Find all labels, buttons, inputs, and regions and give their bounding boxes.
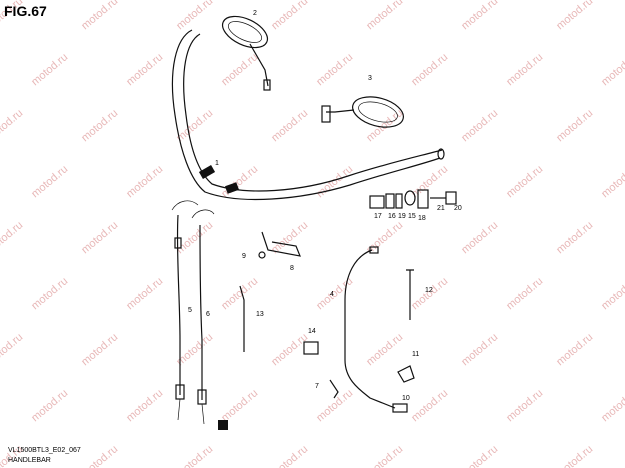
watermark-text: motod.ru	[459, 219, 500, 256]
grip-end-parts	[369, 189, 457, 209]
watermark-text: motod.ru	[79, 443, 120, 468]
watermark-text: motod.ru	[364, 107, 405, 144]
callout-15: 15	[408, 213, 416, 220]
watermark-text: motod.ru	[364, 0, 405, 32]
watermark-text: motod.ru	[79, 331, 120, 368]
watermark-text: motod.ru	[554, 219, 595, 256]
callout-13: 13	[256, 311, 264, 318]
callout-10: 10	[402, 395, 410, 402]
callout-21: 21	[437, 205, 445, 212]
watermark-text: motod.ru	[124, 387, 165, 424]
watermark-text: motod.ru	[459, 0, 500, 32]
watermark-text: motod.ru	[554, 443, 595, 468]
watermark-text: motod.ru	[599, 163, 625, 200]
watermark-text: motod.ru	[219, 163, 260, 200]
watermark-text: motod.ru	[79, 219, 120, 256]
watermark-text: motod.ru	[459, 443, 500, 468]
watermark-text: motod.ru	[409, 387, 450, 424]
callout-8: 8	[290, 265, 294, 272]
callout-19: 19	[398, 213, 406, 220]
callout-18: 18	[418, 215, 426, 222]
callout-11: 11	[412, 351, 419, 358]
bracket-parts	[258, 231, 301, 259]
clip-part	[329, 379, 339, 399]
watermark-text: motod.ru	[269, 443, 310, 468]
arrow-marker	[218, 420, 228, 430]
watermark-text: motod.ru	[124, 51, 165, 88]
watermark-text: motod.ru	[0, 107, 25, 144]
watermark-text: motod.ru	[554, 107, 595, 144]
watermark-text: motod.ru	[459, 107, 500, 144]
watermark-text: motod.ru	[459, 331, 500, 368]
callout-2: 2	[253, 10, 257, 17]
watermark-text: motod.ru	[504, 387, 545, 424]
throttle-cable-parts	[171, 200, 215, 425]
bolt-part	[397, 365, 415, 383]
watermark-text: motod.ru	[314, 275, 355, 312]
watermark-text: motod.ru	[364, 443, 405, 468]
watermark-text: motod.ru	[504, 51, 545, 88]
watermark-text: motod.ru	[314, 51, 355, 88]
watermark-text: motod.ru	[219, 275, 260, 312]
callout-20: 20	[454, 205, 462, 212]
watermark-text: motod.ru	[314, 387, 355, 424]
mirror-right-part	[321, 96, 404, 128]
watermark-text: motod.ru	[314, 163, 355, 200]
callout-14: 14	[308, 328, 316, 335]
callout-9: 9	[242, 253, 246, 260]
watermark-text: motod.ru	[29, 163, 70, 200]
watermark-text: motod.ru	[504, 163, 545, 200]
diagram-code: VL1500BTL3_E02_067	[8, 447, 81, 454]
watermark-text: motod.ru	[364, 331, 405, 368]
watermark-text: motod.ru	[124, 275, 165, 312]
watermark-text: motod.ru	[599, 275, 625, 312]
watermark-text: motod.ru	[79, 0, 120, 32]
callout-12: 12	[425, 287, 433, 294]
watermark-text: motod.ru	[409, 51, 450, 88]
watermark-text: motod.ru	[554, 331, 595, 368]
clutch-cable-part	[344, 246, 408, 413]
watermark-text: motod.ru	[174, 443, 215, 468]
watermark-text: motod.ru	[409, 163, 450, 200]
watermark-text: motod.ru	[599, 387, 625, 424]
diagram-name: HANDLEBAR	[8, 457, 51, 464]
clamp-part	[406, 269, 414, 320]
watermark-text: motod.ru	[29, 275, 70, 312]
callout-4: 4	[330, 291, 334, 298]
watermark-text: motod.ru	[599, 51, 625, 88]
watermark-text: motod.ru	[0, 331, 25, 368]
watermark-text: motod.ru	[0, 219, 25, 256]
handlebar-part	[171, 29, 445, 201]
figure-title: FIG.67	[4, 3, 47, 19]
mirror-left-part	[221, 15, 271, 91]
watermark-text: motod.ru	[29, 51, 70, 88]
cable-tie-part	[239, 285, 245, 352]
callout-5: 5	[188, 307, 192, 314]
watermark-text: motod.ru	[219, 387, 260, 424]
watermark-text: motod.ru	[174, 0, 215, 32]
watermark-text: motod.ru	[29, 387, 70, 424]
watermark-text: motod.ru	[504, 275, 545, 312]
watermark-text: motod.ru	[124, 163, 165, 200]
watermark-text: motod.ru	[269, 0, 310, 32]
label-plate-part	[303, 341, 319, 355]
callout-16: 16	[388, 213, 396, 220]
callout-3: 3	[368, 75, 372, 82]
callout-17: 17	[374, 213, 382, 220]
watermark-text: motod.ru	[269, 107, 310, 144]
watermark-text: motod.ru	[554, 0, 595, 32]
callout-1: 1	[215, 160, 219, 167]
watermark-text: motod.ru	[219, 51, 260, 88]
watermark-text: motod.ru	[269, 219, 310, 256]
callout-7: 7	[315, 383, 319, 390]
watermark-text: motod.ru	[174, 107, 215, 144]
callout-6: 6	[206, 311, 210, 318]
watermark-text: motod.ru	[79, 107, 120, 144]
